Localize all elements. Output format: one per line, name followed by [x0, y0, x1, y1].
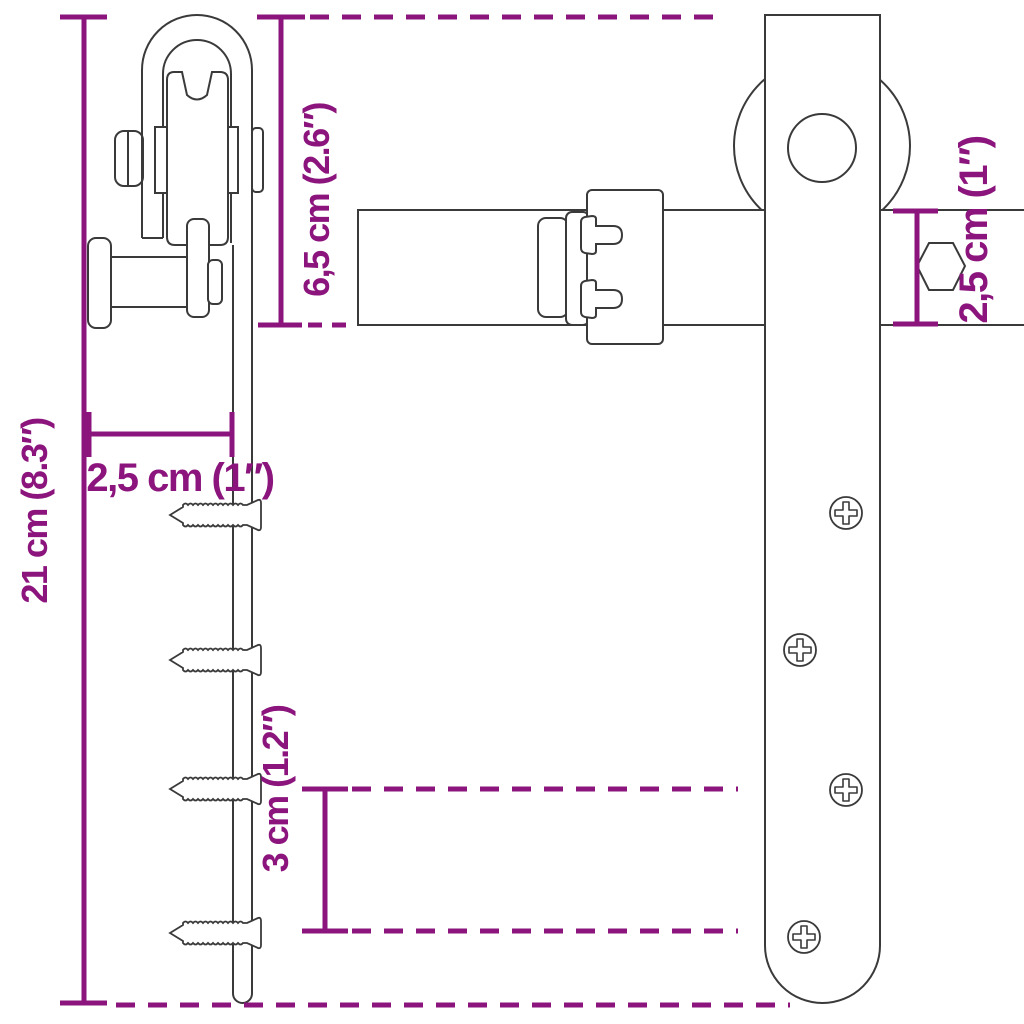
- hanger-strap: [764, 14, 881, 1004]
- phillips-screw-3: [829, 773, 863, 807]
- phillips-screw-1: [829, 496, 863, 530]
- axle-boss-left: [154, 126, 168, 194]
- dim-screw-spacing: [302, 786, 348, 934]
- wood-screw-3: [169, 772, 262, 806]
- wood-screw-1: [169, 498, 262, 532]
- phillips-screw-4: [787, 920, 821, 954]
- dimension-label-mount-offset: 2,5 cm (1″): [86, 456, 275, 500]
- axle-tab-outer: [251, 127, 264, 193]
- axle-hole: [787, 113, 857, 183]
- dim-mount-offset: [86, 412, 235, 457]
- wood-screw-2: [169, 643, 262, 677]
- rail-stop-bracket: [537, 189, 664, 345]
- rail-bar: [357, 209, 1024, 326]
- dim-rail-height: [893, 208, 938, 327]
- pulley-yoke: [141, 14, 253, 243]
- dim-top-to-rail: [257, 14, 356, 328]
- dimension-label-screw-spacing: 3 cm (1.2″): [255, 705, 296, 873]
- dimension-label-total-height: 21 cm (8.3″): [14, 418, 55, 604]
- phillips-screw-2: [783, 633, 817, 667]
- t-bolt-assembly: [87, 218, 223, 329]
- dimension-label-top-to-rail: 6,5 cm (2.6″): [296, 103, 337, 297]
- strap-edge-view: [232, 243, 253, 1004]
- hex-nut: [915, 242, 967, 291]
- axle-pin: [114, 130, 144, 187]
- dimension-lines: [60, 14, 938, 1008]
- pulley-wheel: [166, 71, 229, 246]
- axle-boss-right: [227, 126, 239, 194]
- dim-total-height: [60, 14, 107, 1006]
- wood-screw-4: [169, 916, 262, 950]
- dimension-label-rail-height: 2,5 cm (1″): [952, 136, 996, 324]
- side-view-roller-drawing: [87, 14, 264, 1004]
- front-view-hanger-drawing: [357, 14, 1024, 1004]
